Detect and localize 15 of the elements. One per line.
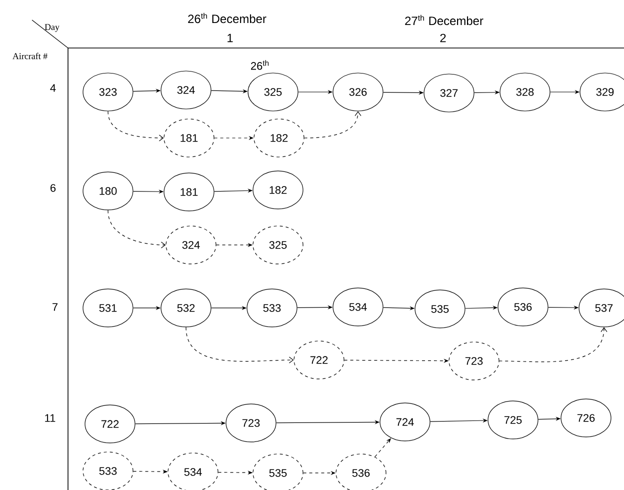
header-label: 7: [52, 303, 58, 311]
header-label: 1: [228, 34, 233, 42]
header-label: Day: [44, 24, 60, 32]
arrow: [499, 327, 608, 362]
header-label: 11: [45, 414, 56, 422]
arrow: [108, 210, 166, 248]
header-label: 2: [440, 34, 446, 42]
header-label: 26$^{th}$ December: [188, 12, 266, 24]
header-label: Aircraft #: [12, 52, 48, 60]
header-label: 4: [50, 84, 56, 92]
arrow: [186, 326, 294, 364]
arrow: [304, 111, 362, 138]
header-label: 27$^{th}$ December: [405, 14, 484, 26]
arrow: [108, 111, 164, 142]
header-label: 6: [50, 184, 56, 192]
